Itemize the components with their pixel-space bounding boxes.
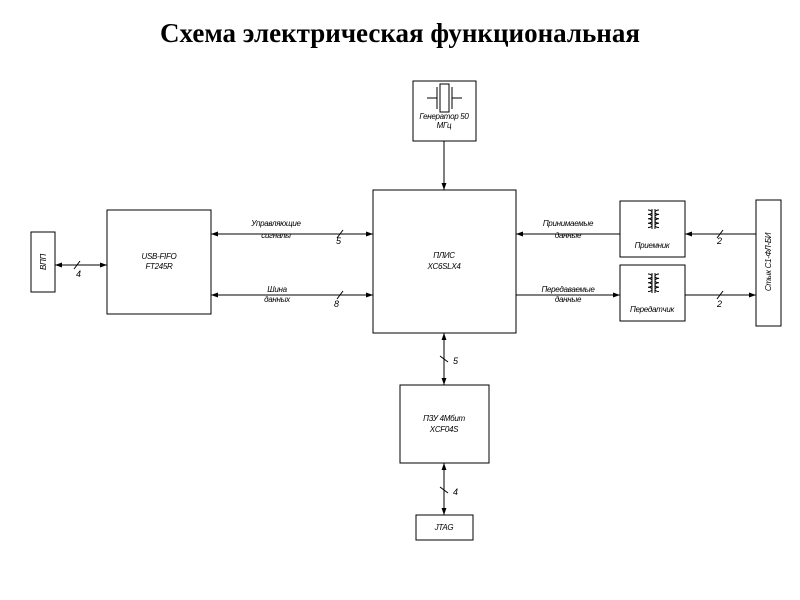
connections [55,141,756,515]
signal-labels: Управляющие сигналы Шина данных Принимае… [250,219,595,304]
label-transmitted-1: Передаваемые [542,285,596,294]
vpp-label: ВПП [39,253,48,270]
bus-markers: 4 5 8 2 2 5 4 [73,229,724,497]
bus-width-plis-pzu: 5 [453,356,459,366]
block-generator: Генератор 50 МГц [412,80,477,142]
block-vpp: ВПП [30,231,56,293]
bus-width-control: 5 [336,236,342,246]
label-data-bus-2: данных [264,295,291,304]
block-usb-fifo: USB-FIFO FT245R [106,209,212,315]
block-jtag: JTAG [415,514,474,541]
diagram-title: Схема электрическая функциональная [160,18,640,48]
crystal-icon [427,83,462,113]
connector-label: Стык С1-ФЛ-БИ [764,232,773,291]
label-received-2: данные [555,231,582,240]
label-received-1: Принимаемые [543,219,594,228]
transformer-icon [647,209,660,229]
block-pzu: ПЗУ 4Мбит XCF04S [399,384,490,464]
transformer-icon [647,273,660,293]
bus-width-receiver: 2 [716,236,722,246]
label-data-bus-1: Шина [267,285,287,294]
generator-label-1: Генератор 50 [419,112,469,121]
generator-label-2: МГц [437,121,452,130]
transmitter-label: Передатчик [630,305,675,314]
block-receiver: Приемник [619,200,686,258]
plis-label-1: ПЛИС [433,251,455,260]
pzu-label-2: XCF04S [429,425,459,434]
block-transmitter: Передатчик [619,264,686,322]
bus-width-pzu-jtag: 4 [453,487,458,497]
bus-width-vpp-usb: 4 [76,269,81,279]
block-plis: ПЛИС XC6SLX4 [372,189,517,334]
receiver-label: Приемник [635,241,671,250]
pzu-label-1: ПЗУ 4Мбит [423,414,465,423]
bus-width-transmitter: 2 [716,299,722,309]
block-connector: Стык С1-ФЛ-БИ [755,199,782,327]
usb-fifo-label-2: FT245R [145,262,173,271]
label-transmitted-2: данные [555,295,582,304]
label-control-1: Управляющие [250,219,301,228]
bus-width-data-bus: 8 [334,299,339,309]
usb-fifo-label-1: USB-FIFO [142,252,177,261]
plis-label-2: XC6SLX4 [426,262,461,271]
jtag-label: JTAG [434,523,454,532]
label-control-2: сигналы [261,231,291,240]
